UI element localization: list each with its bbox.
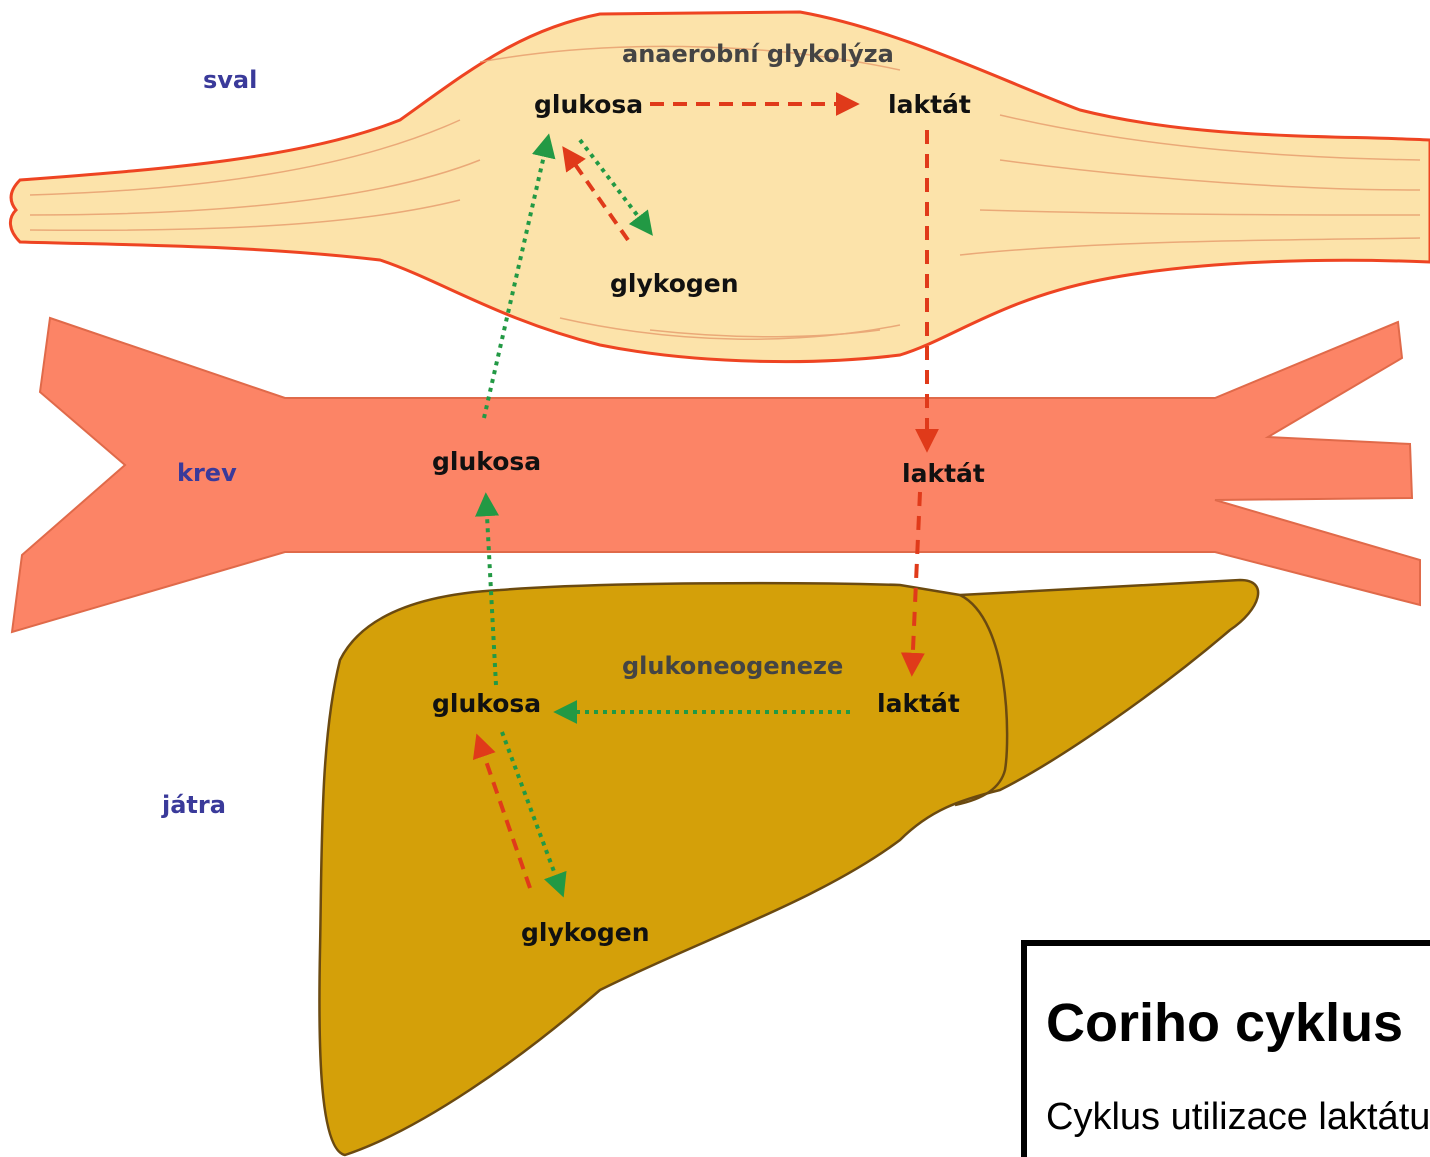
label-liver-glycogen: glykogen [521,918,650,947]
label-blood-glucose: glukosa [432,447,541,476]
info-box-text: Cyklus utilizace laktátu [1046,1096,1430,1139]
info-box-title: Coriho cyklus [1046,992,1403,1054]
label-muscle-glucose: glukosa [534,90,643,119]
label-liver-glucose: glukosa [432,689,541,718]
label-gluconeogenesis: glukoneogeneze [622,652,843,680]
label-muscle: sval [203,66,257,94]
label-muscle-glycogen: glykogen [610,269,739,298]
info-box: Coriho cyklus Cyklus utilizace laktátu [1021,940,1430,1157]
label-anaerobic-glycolysis: anaerobní glykolýza [622,40,894,68]
label-muscle-lactate: laktát [888,90,971,119]
label-liver: játra [161,791,226,819]
label-blood-lactate: laktát [902,459,985,488]
label-liver-lactate: laktát [877,689,960,718]
label-blood: krev [177,459,237,487]
